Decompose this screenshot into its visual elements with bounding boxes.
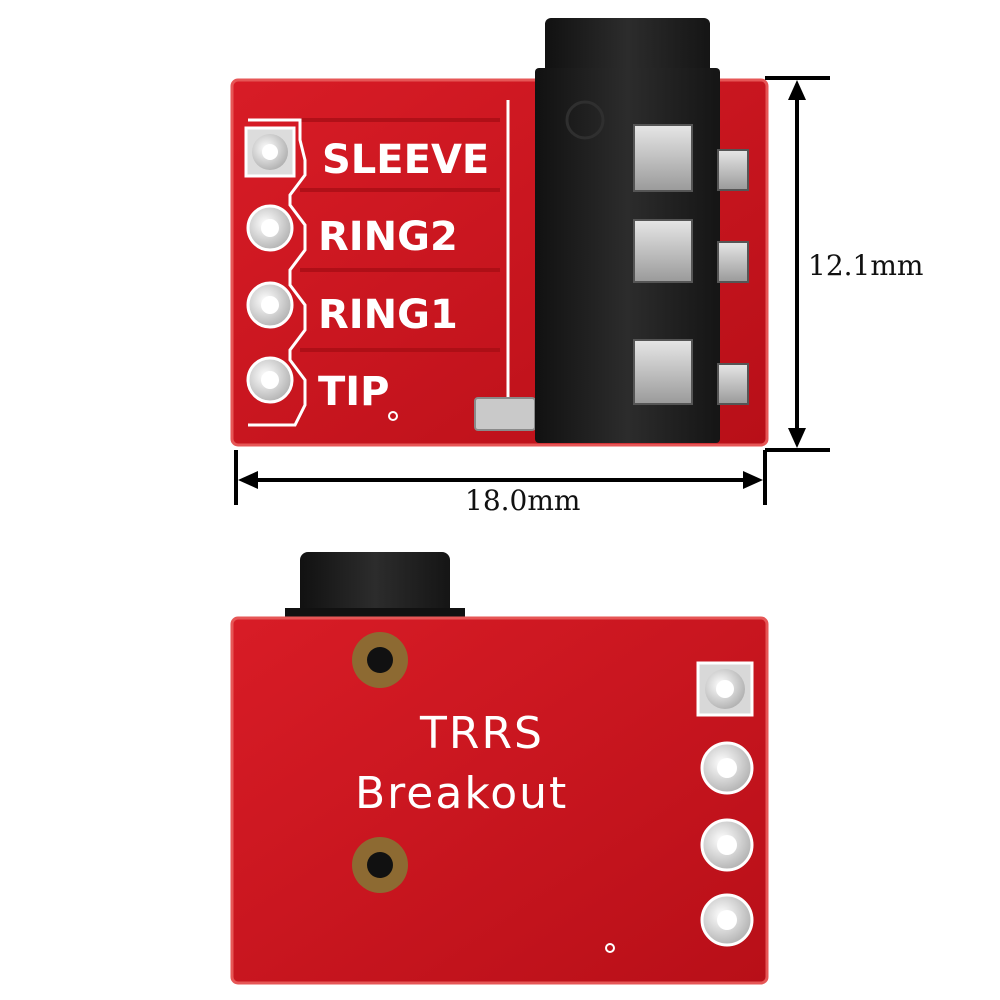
back-pins bbox=[696, 661, 754, 947]
height-dimension bbox=[765, 76, 830, 452]
back-title-line1: TRRS bbox=[419, 708, 544, 759]
width-label: 18.0mm bbox=[465, 484, 580, 517]
back-title-line2: Breakout bbox=[355, 768, 568, 819]
via bbox=[388, 411, 398, 421]
silkscreen-outline bbox=[248, 118, 307, 427]
pin-label-ring2: RING2 bbox=[318, 214, 458, 260]
height-label: 12.1mm bbox=[808, 249, 923, 282]
smd-part bbox=[474, 397, 536, 431]
pin-label-tip: TIP bbox=[318, 369, 389, 415]
pcb-traces bbox=[300, 118, 500, 352]
pin-label-ring1: RING1 bbox=[318, 292, 458, 338]
front-pins bbox=[244, 126, 296, 404]
pin-label-sleeve: SLEEVE bbox=[322, 137, 489, 183]
front-board: SLEEVE RING2 RING1 TIP bbox=[230, 18, 769, 447]
width-dimension bbox=[234, 450, 767, 505]
via bbox=[605, 943, 615, 953]
jack-logo bbox=[565, 100, 605, 140]
back-jack-top bbox=[300, 552, 450, 622]
jack-contacts bbox=[633, 124, 749, 405]
back-pcb bbox=[230, 616, 769, 985]
back-board: TRRS Breakout bbox=[230, 552, 769, 985]
